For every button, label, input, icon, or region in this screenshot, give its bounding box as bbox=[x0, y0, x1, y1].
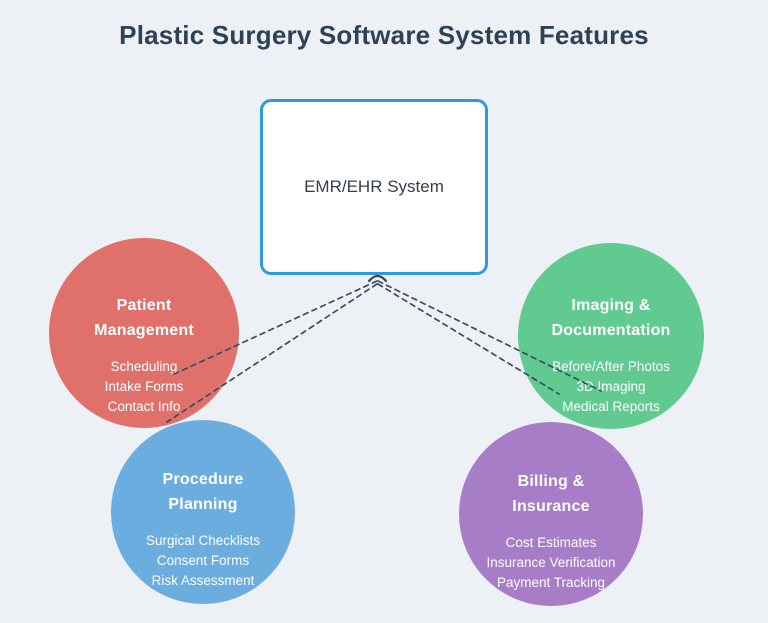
node-item: Before/After Photos bbox=[552, 359, 670, 374]
arrowhead-icon bbox=[367, 274, 388, 283]
node-item: Payment Tracking bbox=[496, 575, 606, 590]
page-title: Plastic Surgery Software System Features bbox=[119, 20, 649, 50]
node-heading-line: Documentation bbox=[551, 322, 671, 339]
node-heading-line: Patient bbox=[116, 297, 172, 314]
node-heading-line: Imaging & bbox=[571, 297, 651, 314]
center-node-label: EMR/EHR System bbox=[304, 177, 444, 196]
node-imaging-documentation: Imaging & Documentation Before/After Pho… bbox=[518, 243, 704, 429]
node-patient-management-heading: Patient Management bbox=[49, 293, 239, 343]
node-imaging-documentation-items: Before/After Photos 3D Imaging Medical R… bbox=[518, 357, 704, 417]
node-billing-insurance: Billing & Insurance Cost Estimates Insur… bbox=[459, 422, 643, 606]
node-heading-line: Planning bbox=[168, 496, 238, 513]
node-heading-line: Billing & bbox=[517, 473, 585, 490]
node-item: Scheduling bbox=[110, 359, 178, 374]
center-node-emr-ehr-system: EMR/EHR System bbox=[260, 99, 488, 275]
node-heading-line: Insurance bbox=[512, 498, 590, 515]
node-item: Medical Reports bbox=[562, 399, 660, 414]
node-heading-line: Procedure bbox=[162, 471, 244, 488]
node-item: Surgical Checklists bbox=[145, 533, 261, 548]
node-procedure-planning-heading: Procedure Planning bbox=[111, 467, 295, 517]
node-procedure-planning-items: Surgical Checklists Consent Forms Risk A… bbox=[111, 531, 295, 591]
node-patient-management: Patient Management Scheduling Intake For… bbox=[49, 238, 239, 428]
node-item: Risk Assessment bbox=[151, 573, 255, 588]
node-item: Intake Forms bbox=[104, 379, 184, 394]
node-item: Cost Estimates bbox=[505, 535, 597, 550]
node-billing-insurance-heading: Billing & Insurance bbox=[459, 469, 643, 519]
node-billing-insurance-items: Cost Estimates Insurance Verification Pa… bbox=[459, 533, 643, 593]
node-item: 3D Imaging bbox=[576, 379, 646, 394]
node-patient-management-items: Scheduling Intake Forms Contact Info bbox=[49, 357, 239, 417]
node-heading-line: Management bbox=[94, 322, 194, 339]
node-procedure-planning: Procedure Planning Surgical Checklists C… bbox=[111, 420, 295, 604]
node-item: Consent Forms bbox=[156, 553, 250, 568]
node-item: Insurance Verification bbox=[486, 555, 616, 570]
node-item: Contact Info bbox=[107, 399, 181, 414]
node-imaging-documentation-heading: Imaging & Documentation bbox=[518, 293, 704, 343]
